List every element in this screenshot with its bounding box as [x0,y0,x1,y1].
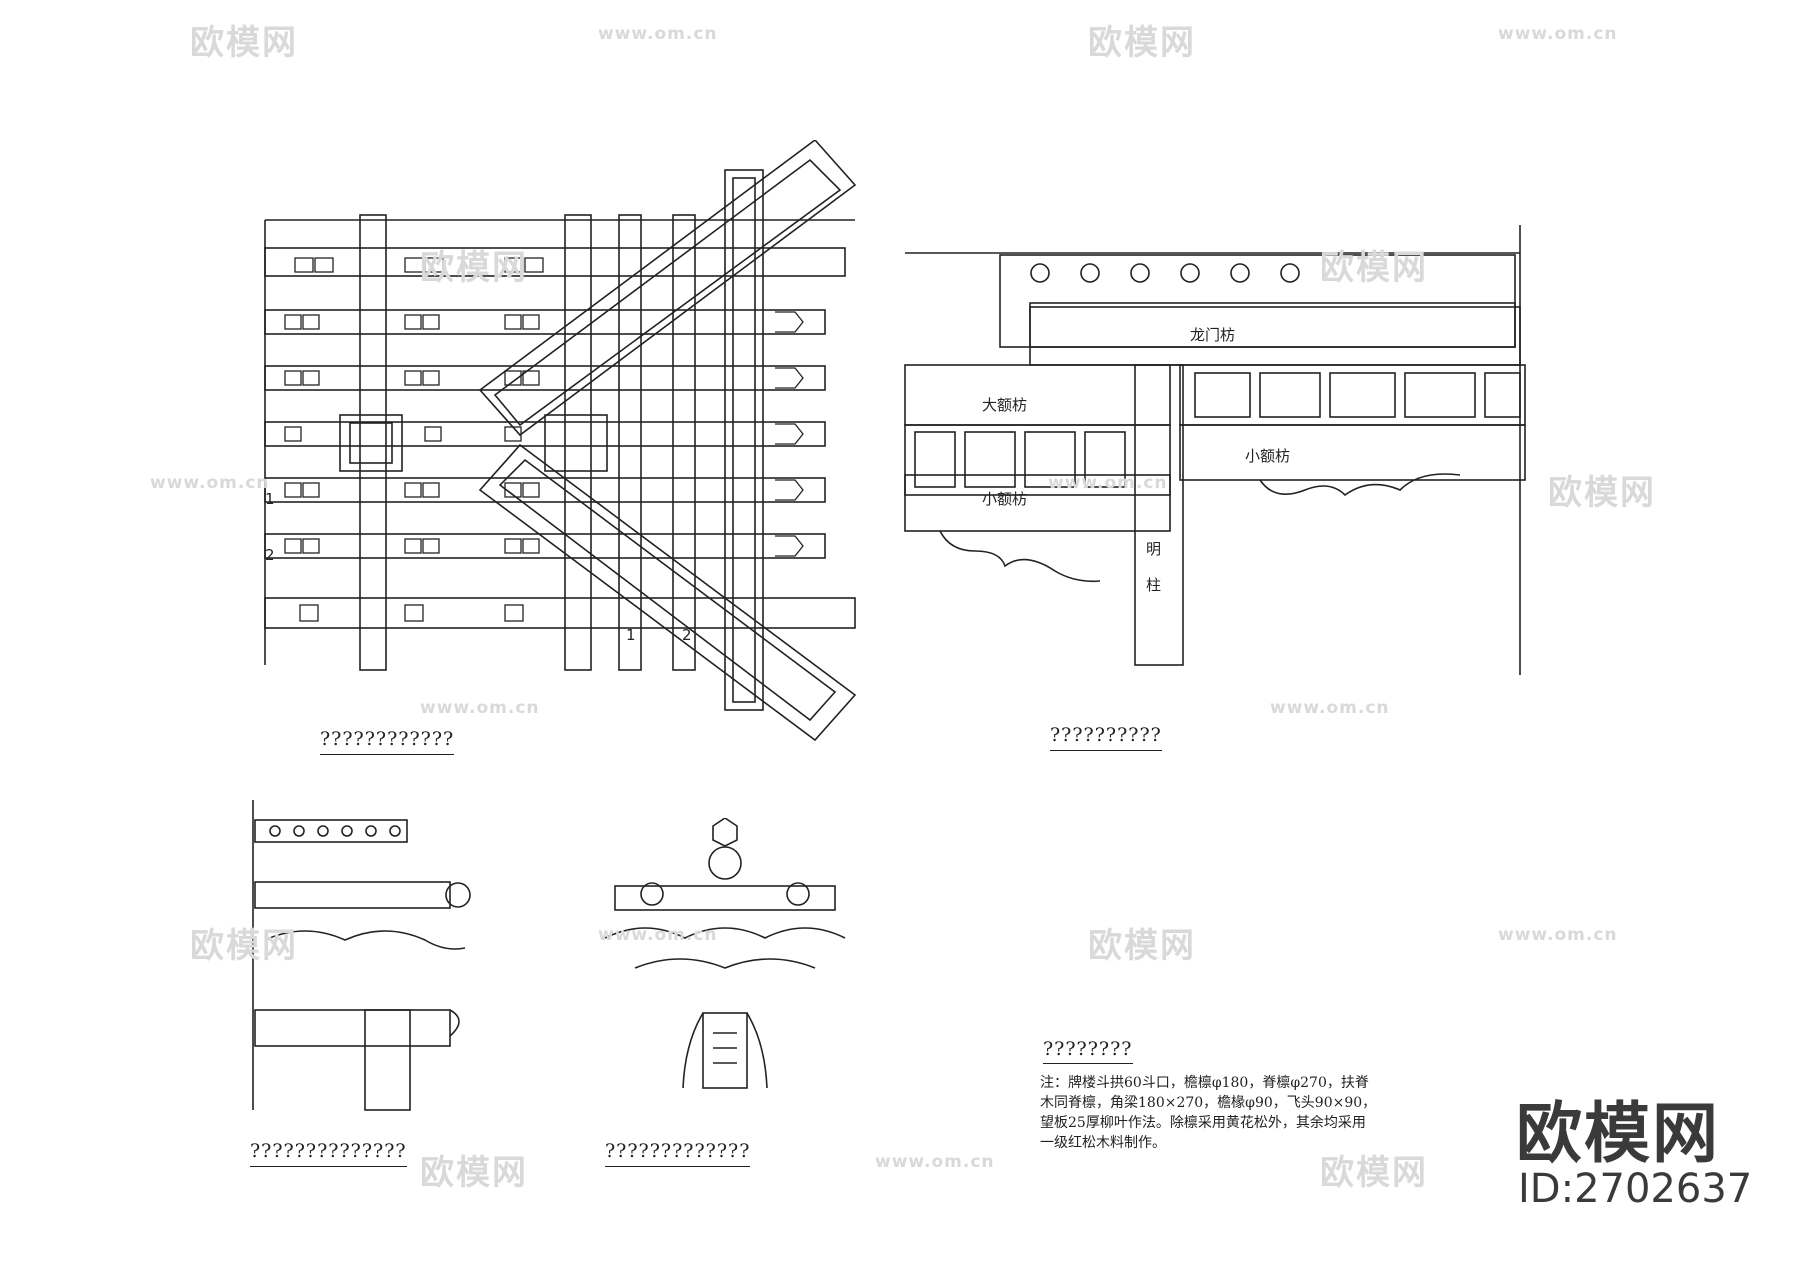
watermark-url: www.om.cn [598,24,718,44]
label-da-e-fang: 大额枋 [982,396,1028,414]
watermark-url: www.om.cn [1270,698,1390,718]
xiaoefang-beam-left [904,474,1171,532]
notes-title: ???????? [1043,1038,1133,1064]
notes-block: 注：牌楼斗拱60斗口，檐檩φ180，脊檩φ270，扶脊 木同脊檩，角梁180×2… [1040,1073,1420,1153]
plan-purlins [264,219,856,665]
elevation-caption: ?????????? [1050,724,1162,751]
plan-vertical-members [359,169,764,711]
label-longmen-fang: 龙门枋 [1190,326,1236,344]
section-left-drawing [252,800,471,1111]
plan-diagonal-hip-beam [478,140,857,742]
watermark-brand: 欧模网 [1548,473,1656,513]
watermark-url: www.om.cn [1498,24,1618,44]
section-left-caption: ?????????????? [250,1140,407,1167]
brand-id-label: ID:2702637 [1518,1166,1753,1212]
plan-column-right [544,414,608,472]
plan-column-left [339,414,403,472]
label-ming-zhu-2: 柱 [1146,576,1162,594]
plan-number-left-1: 1 [265,490,275,508]
elevation-drawing [904,225,1526,675]
ming-column [1134,364,1184,666]
plan-number-bottom-2: 2 [682,626,692,644]
longmen-beam [1029,306,1521,366]
label-ming-zhu-1: 明 [1146,540,1162,558]
label-xiao-e-fang-left: 小额枋 [982,490,1028,508]
watermark-brand: 欧模网 [420,1153,528,1193]
watermark-brand: 欧模网 [190,23,298,63]
daefang-beam [904,364,1171,426]
xiaoefang-beam-right [1179,424,1526,481]
watermark-url: www.om.cn [1498,925,1618,945]
plan-view-drawing [264,140,857,742]
watermark-url: www.om.cn [875,1152,995,1172]
section-right-drawing [604,818,846,1089]
plan-number-bottom-1: 1 [626,626,636,644]
plan-number-left-2: 2 [265,546,275,564]
notes-line-1: 注：牌楼斗拱60斗口，檐檩φ180，脊檩φ270，扶脊 [1040,1075,1369,1091]
plan-caption: ???????????? [320,728,455,755]
section-right-caption: ????????????? [605,1140,751,1167]
brand-logo-text: 欧模网 [1516,1095,1720,1172]
watermark-brand: 欧模网 [1088,23,1196,63]
label-xiao-e-fang-right: 小额枋 [1245,447,1291,465]
notes-line-2: 木同脊檩，角梁180×270，檐椽φ90，飞头90×90， [1040,1095,1377,1111]
watermark-brand: 欧模网 [1088,926,1196,966]
notes-line-4: 一级红松木料制作。 [1040,1135,1166,1151]
notes-line-3: 望板25厚柳叶作法。除檩采用黄花松外，其余均采用 [1040,1115,1366,1131]
watermark-url: www.om.cn [150,473,270,493]
